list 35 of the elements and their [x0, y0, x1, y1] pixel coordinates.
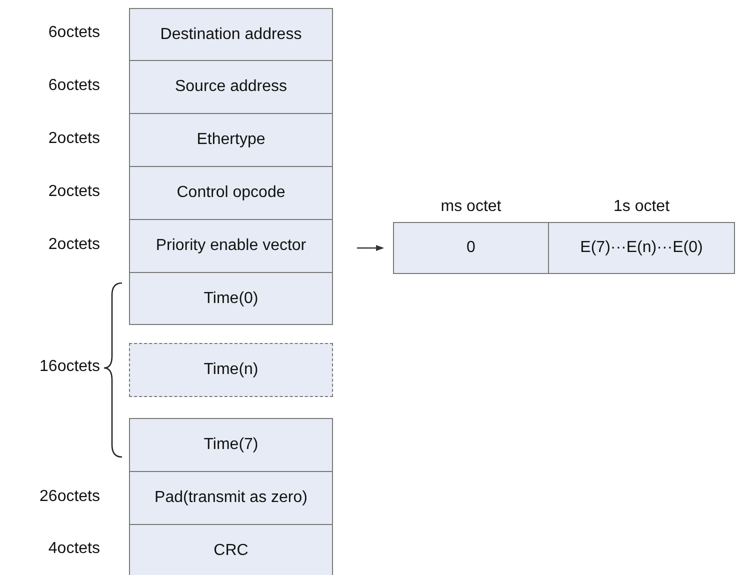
field-box: [129, 272, 333, 325]
field-box: [129, 418, 333, 472]
field-box: [129, 524, 333, 575]
size-label: 26octets: [40, 488, 100, 506]
field-name: Pad(transmit as zero): [154, 489, 308, 507]
field-name: 0: [466, 239, 476, 257]
size-label: 6octets: [48, 24, 100, 42]
field-name: Priority enable vector: [156, 237, 306, 255]
field-name: Source address: [174, 78, 288, 96]
field-box: [129, 8, 333, 61]
field-box: [393, 222, 549, 274]
field-box: [129, 471, 333, 525]
size-label: 2octets: [48, 130, 100, 148]
field-name: CRC: [214, 542, 248, 560]
size-label: 6octets: [48, 77, 100, 95]
field-box: [129, 343, 333, 397]
field-box: [129, 166, 333, 220]
size-label: 2octets: [48, 236, 100, 254]
arrow: [357, 245, 384, 251]
size-label: 16octets: [40, 358, 100, 376]
field-name: Time(0): [204, 290, 258, 308]
field-name: Destination address: [160, 26, 302, 44]
size-label: 4octets: [48, 540, 100, 558]
field-name: Time(7): [204, 436, 258, 454]
field-box: [129, 113, 333, 167]
field-name: Control opcode: [176, 184, 286, 202]
field-name: E(7)···E(n)···E(0): [580, 239, 703, 257]
size-label: 2octets: [48, 183, 100, 201]
field-box: [129, 60, 333, 114]
field-name: Time(n): [204, 361, 258, 379]
column-heading: 1s octet: [612, 198, 671, 216]
field-box: [548, 222, 735, 274]
field-name: Ethertype: [196, 131, 266, 149]
field-box: [129, 219, 333, 273]
column-heading: ms octet: [440, 198, 502, 216]
